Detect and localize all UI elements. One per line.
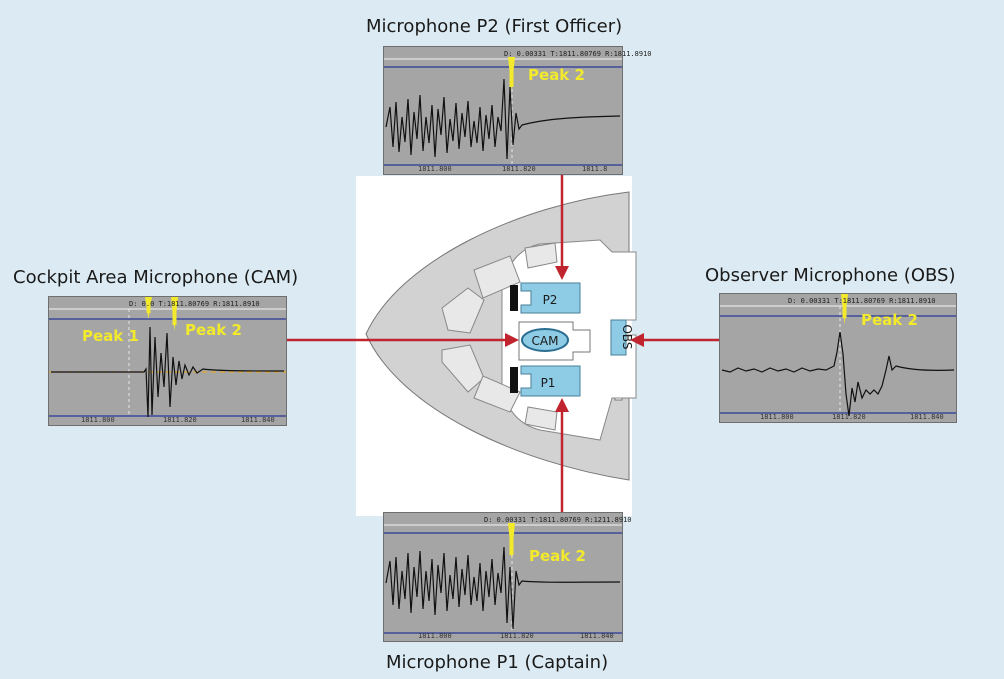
label-p2: Microphone P2 (First Officer): [366, 16, 623, 37]
peak-label-p2: Peak 2: [528, 66, 585, 84]
seat-p1: [520, 365, 581, 397]
waveform-panel-p2: D: 0.00331 T:1811.80769 R:1811.8910 1811…: [383, 46, 652, 175]
waveform-panel-p1: D: 0.00331 T:1811.80769 R:1211.8910 1811…: [383, 512, 632, 642]
readout-p2: D: 0.00331 T:1811.80769 R:1811.8910: [504, 50, 652, 58]
obs-mic: [610, 319, 627, 356]
waveform-svg-obs: [720, 294, 956, 417]
waveform-cam: [51, 326, 285, 418]
readout-p1: D: 0.00331 T:1811.80769 R:1211.8910: [484, 516, 632, 524]
tick-p1-1: 1811.800: [418, 632, 452, 640]
label-p1: Microphone P1 (Captain): [386, 652, 609, 673]
tick-cam-3: 1811.840: [241, 416, 275, 424]
peak-label-cam-1: Peak 1: [82, 327, 139, 345]
mic-p1-text: P1: [541, 376, 556, 390]
tick-cam-1: 1811.800: [81, 416, 115, 424]
peak-label-p1: Peak 2: [529, 547, 586, 565]
tick-obs-2: 1811.820: [832, 413, 866, 421]
peak-label-obs: Peak 2: [861, 311, 918, 329]
tick-obs-3: 1811.840: [910, 413, 944, 421]
mic-cam-text: CAM: [532, 334, 559, 348]
arrow-p1-head: [555, 398, 569, 412]
tick-cam-2: 1811.820: [163, 416, 197, 424]
peak-label-cam-2: Peak 2: [185, 321, 242, 339]
waveform-panel-cam: D: 0.0 T:1811.80769 R:1811.8910 1811.800…: [48, 296, 287, 426]
arrow-cam-head: [505, 333, 519, 347]
readout-cam: D: 0.0 T:1811.80769 R:1811.8910: [129, 300, 260, 308]
window-upper-mid: [524, 242, 558, 269]
seat-p1-back: [510, 367, 518, 393]
window-low-left: [441, 344, 485, 393]
cam-mic: [521, 328, 569, 352]
seat-p2-back: [510, 285, 518, 311]
seat-p2: [520, 282, 581, 314]
waveform-svg-p2: [384, 57, 622, 166]
waveform-p1: [385, 546, 621, 630]
tick-p2-2: 1811.820: [502, 165, 536, 173]
connector-arrows: [287, 174, 727, 512]
waveform-svg-p1: [384, 523, 622, 634]
tick-p1-2: 1811.820: [500, 632, 534, 640]
mic-obs-text: OBS: [620, 324, 634, 349]
tick-obs-1: 1811.800: [760, 413, 794, 421]
label-obs: Observer Microphone (OBS): [705, 265, 956, 286]
label-cam: Cockpit Area Microphone (CAM): [13, 267, 299, 288]
mic-p2-text: P2: [543, 293, 558, 307]
tick-p1-3: 1811.840: [580, 632, 614, 640]
window-lower-left: [473, 375, 521, 413]
readout-obs: D: 0.00331 T:1811.80769 R:1811.8910: [788, 297, 936, 305]
waveform-panel-obs: D: 0.00331 T:1811.80769 R:1811.8910 1811…: [719, 293, 957, 423]
waveform-p2: [385, 78, 621, 160]
window-upper-left: [473, 255, 521, 299]
tick-p2-1: 1811.800: [418, 165, 452, 173]
arrow-p2-head: [555, 266, 569, 280]
tick-p2-3: 1811.8: [582, 165, 608, 173]
window-mid-left: [441, 287, 485, 334]
arrow-obs-head: [630, 333, 644, 347]
waveform-svg-cam: [49, 297, 286, 418]
waveform-obs: [721, 331, 955, 417]
